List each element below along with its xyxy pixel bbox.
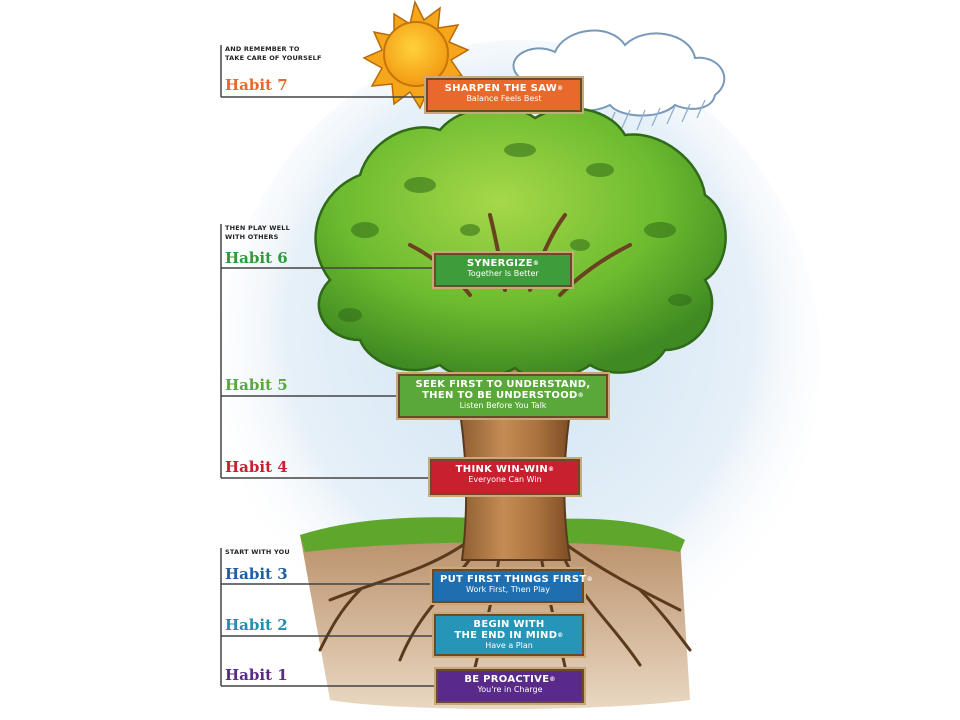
habit-4-sign: THINK WIN-WIN® Everyone Can Win <box>430 459 580 495</box>
habit-2-sign: BEGIN WITH THE END IN MIND® Have a Plan <box>434 614 584 656</box>
habit-7-sign: SHARPEN THE SAW® Balance Feels Best <box>426 78 582 112</box>
habit-1-label: Habit 1 <box>225 666 288 684</box>
habit-5-title-line-1: SEEK FIRST TO UNDERSTAND, <box>415 379 591 390</box>
habit-2-subtitle: Have a Plan <box>485 641 533 650</box>
caption-take-care-line-2: TAKE CARE OF YOURSELF <box>225 54 322 62</box>
habit-5-title-line-2: THEN TO BE UNDERSTOOD <box>422 390 578 401</box>
habit-5-sign: SEEK FIRST TO UNDERSTAND, THEN TO BE UND… <box>398 374 608 418</box>
habit-2-label: Habit 2 <box>225 616 288 634</box>
caption-take-care-line-1: AND REMEMBER TO <box>225 45 300 53</box>
caption-play-well-line-2: WITH OTHERS <box>225 233 279 241</box>
habit-brackets <box>220 45 438 687</box>
habit-6-title: SYNERGIZE <box>466 258 533 269</box>
habit-7-title: SHARPEN THE SAW <box>444 83 558 94</box>
tree-icon <box>314 106 727 379</box>
caption-start-with-you: START WITH YOU <box>225 548 290 556</box>
habit-2-title-line-2: THE END IN MIND <box>454 630 558 641</box>
habit-3-sign: PUT FIRST THINGS FIRST® Work First, Then… <box>432 569 593 603</box>
habit-6-subtitle: Together Is Better <box>467 269 539 278</box>
habit-4-title: THINK WIN-WIN <box>455 464 549 475</box>
habit-5-subtitle: Listen Before You Talk <box>459 401 547 410</box>
habit-1-sign: BE PROACTIVE® You're in Charge <box>436 669 584 703</box>
habit-6-sign: SYNERGIZE® Together Is Better <box>434 253 572 287</box>
habit-3-subtitle: Work First, Then Play <box>466 585 550 594</box>
habit-4-subtitle: Everyone Can Win <box>468 475 542 484</box>
habit-2-title-line-1: BEGIN WITH <box>473 619 545 630</box>
habit-7-subtitle: Balance Feels Best <box>466 94 542 103</box>
habit-1-subtitle: You're in Charge <box>477 685 543 694</box>
habit-5-label: Habit 5 <box>225 376 288 394</box>
habit-7-label: Habit 7 <box>225 76 288 94</box>
habit-3-label: Habit 3 <box>225 565 288 583</box>
habit-1-title: BE PROACTIVE <box>464 674 550 685</box>
habit-4-label: Habit 4 <box>225 458 288 476</box>
habit-6-label: Habit 6 <box>225 249 288 267</box>
caption-play-well-line-1: THEN PLAY WELL <box>225 224 290 232</box>
habit-3-title: PUT FIRST THINGS FIRST <box>440 574 587 585</box>
